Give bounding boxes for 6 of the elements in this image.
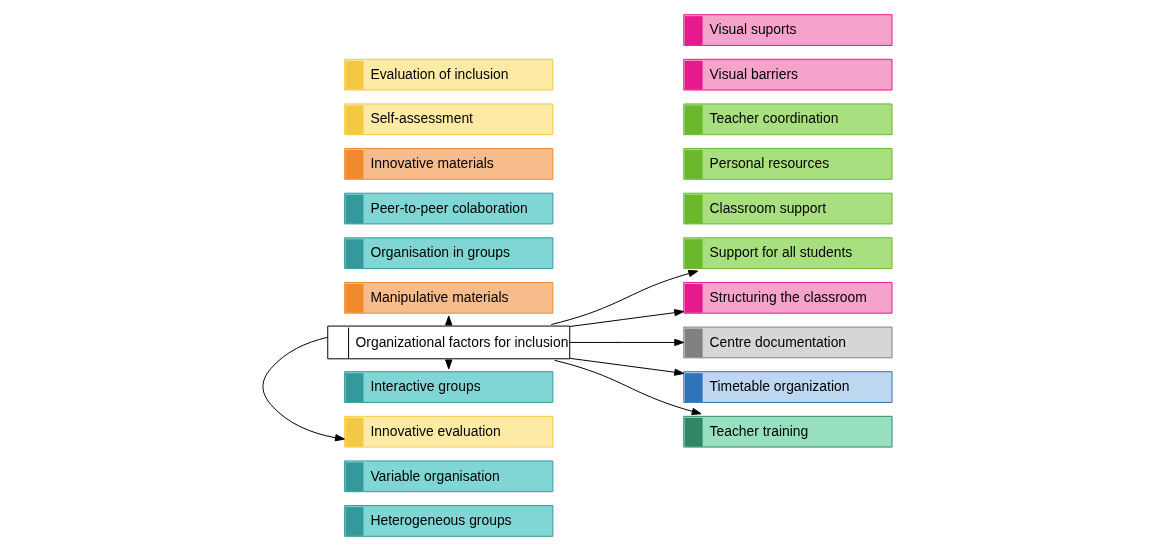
arrow	[554, 359, 702, 415]
arrow	[550, 269, 699, 326]
arrow	[569, 309, 685, 327]
arrow	[262, 336, 345, 442]
arrow	[569, 357, 685, 376]
arrow	[569, 338, 685, 347]
